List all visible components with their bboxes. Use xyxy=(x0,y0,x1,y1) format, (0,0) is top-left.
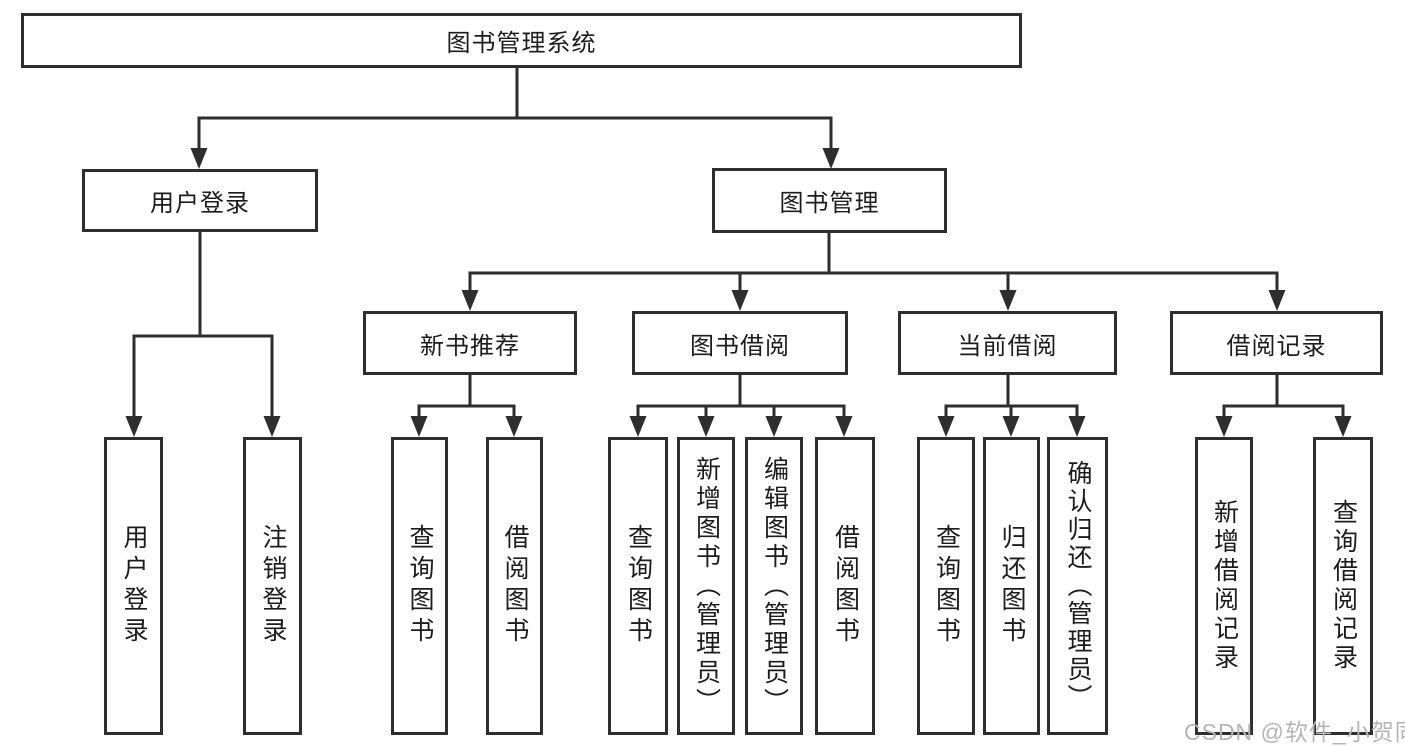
watermark: CSDN @软件_小贺同学 xyxy=(1184,719,1405,745)
leaf-recommend-query-books: 查询图书 xyxy=(391,437,448,735)
leaf-borrow-add-books-admin: 新增图书（管理员） xyxy=(677,437,735,735)
leaf-current-confirm-return-admin: 确认归还（管理员） xyxy=(1047,437,1108,735)
node-book-management: 图书管理 xyxy=(712,168,947,233)
leaf-current-return-books: 归还图书 xyxy=(983,437,1040,735)
leaf-recommend-borrow-books: 借阅图书 xyxy=(486,437,543,735)
node-book-borrow: 图书借阅 xyxy=(632,311,848,375)
node-current-borrow: 当前借阅 xyxy=(898,311,1117,375)
leaf-borrow-edit-books-admin: 编辑图书（管理员） xyxy=(745,437,803,735)
leaf-borrow-borrow-books: 借阅图书 xyxy=(815,437,875,735)
node-borrow-records: 借阅记录 xyxy=(1170,311,1383,375)
node-new-book-recommend: 新书推荐 xyxy=(363,311,577,375)
leaf-records-query-borrow-record: 查询借阅记录 xyxy=(1313,437,1373,735)
leaf-records-add-borrow-record: 新增借阅记录 xyxy=(1195,437,1253,735)
leaf-logout: 注销登录 xyxy=(243,437,302,735)
node-user-login: 用户登录 xyxy=(82,169,318,232)
leaf-borrow-query-books: 查询图书 xyxy=(608,437,668,735)
leaf-current-query-books: 查询图书 xyxy=(917,437,975,735)
node-library-system: 图书管理系统 xyxy=(21,13,1022,68)
leaf-user-login: 用户登录 xyxy=(104,437,163,735)
